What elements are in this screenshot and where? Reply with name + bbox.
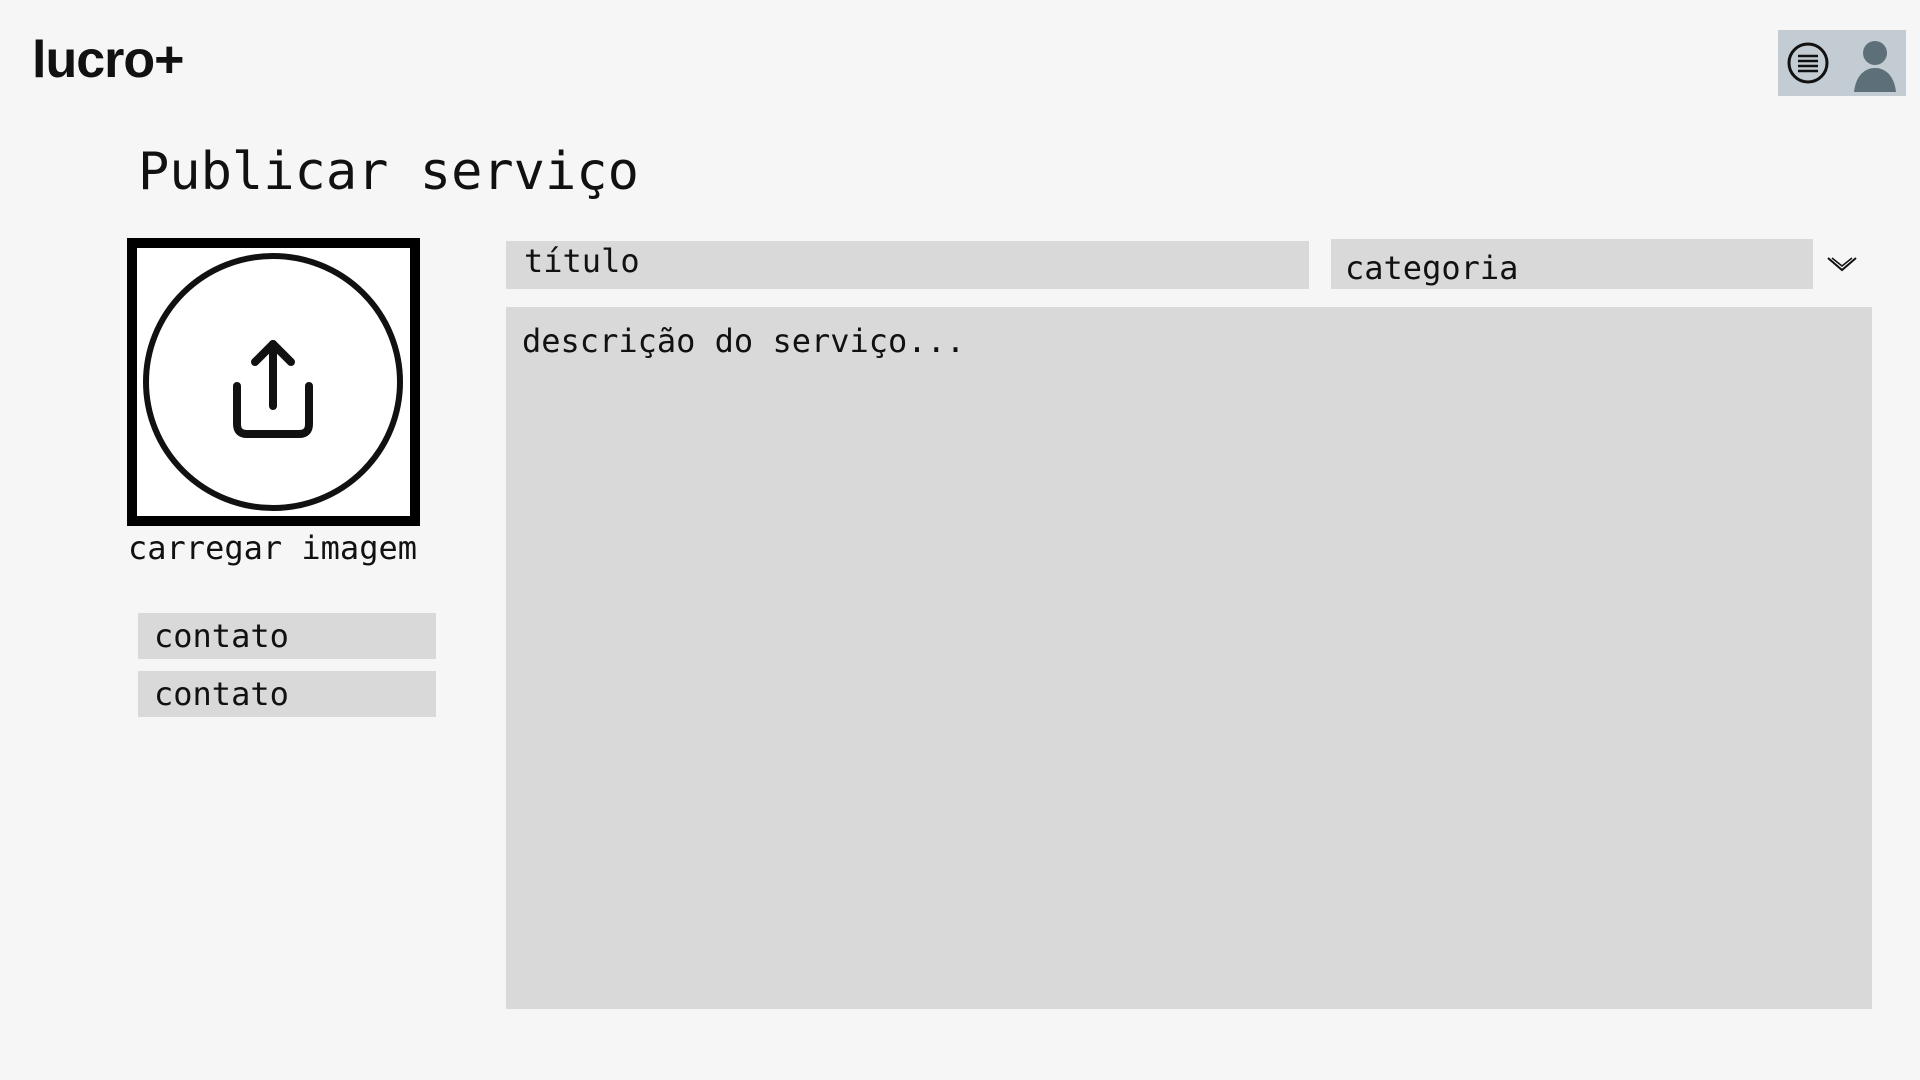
chevron-down-icon xyxy=(1827,257,1857,272)
upload-share-icon xyxy=(143,253,403,511)
title-input[interactable]: título xyxy=(506,241,1309,289)
contact-field-1[interactable]: contato xyxy=(138,613,436,659)
menu-button[interactable] xyxy=(1786,41,1830,85)
upload-image-label: carregar imagem xyxy=(128,529,417,567)
page-title: Publicar serviço xyxy=(138,142,639,202)
menu-lines-icon xyxy=(1787,42,1829,84)
user-avatar-icon xyxy=(1854,41,1896,92)
header-actions xyxy=(1778,30,1906,96)
description-textarea[interactable]: descrição do serviço... xyxy=(506,307,1872,1009)
category-dropdown-toggle[interactable] xyxy=(1826,252,1858,274)
user-avatar[interactable] xyxy=(1850,38,1900,92)
app-logo[interactable]: lucro+ xyxy=(32,31,184,89)
contact-field-2[interactable]: contato xyxy=(138,671,436,717)
upload-image-button[interactable] xyxy=(127,238,420,526)
category-select[interactable]: categoria xyxy=(1331,239,1813,289)
